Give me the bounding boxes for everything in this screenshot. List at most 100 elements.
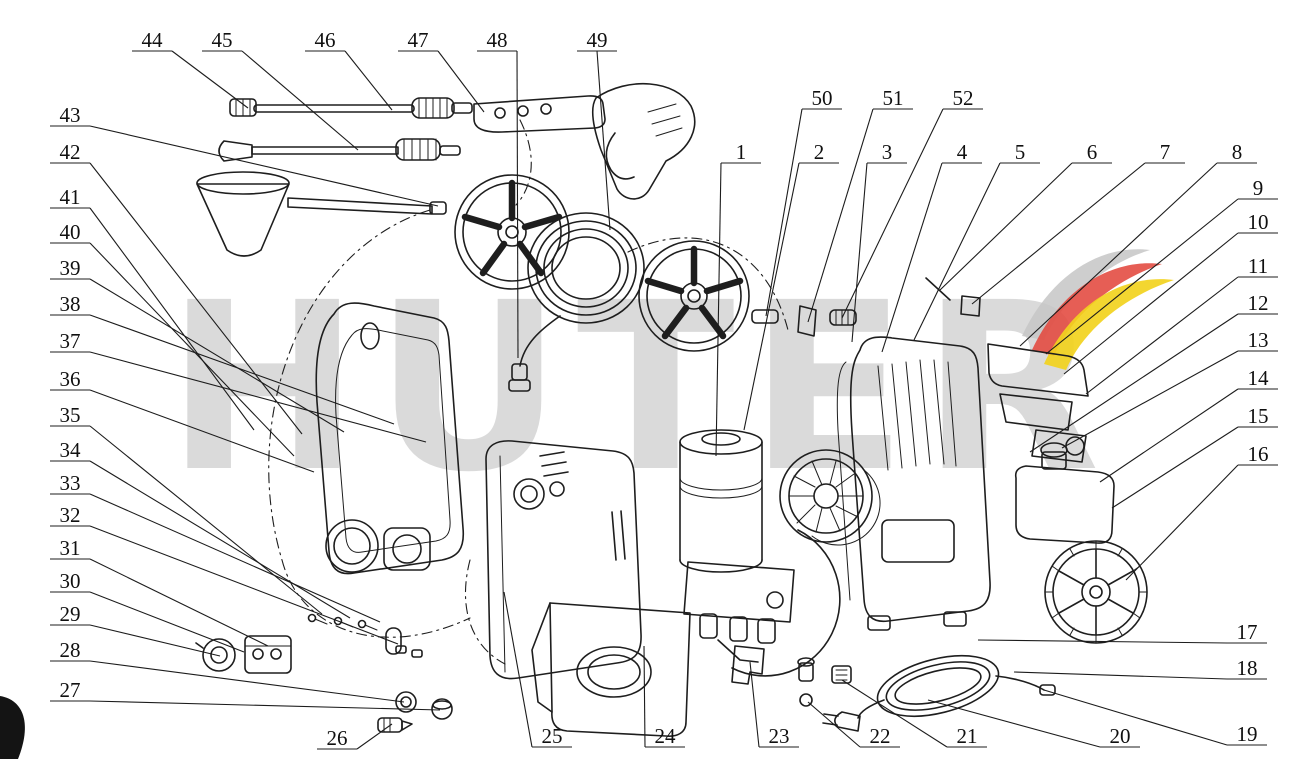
callout-21: 21 [841,679,987,748]
callout-leader-line [1045,198,1239,355]
callout-leader-line [89,125,439,207]
callout-leader-line [749,661,760,748]
callout-leader-line [89,162,303,435]
corner-object-drawing [0,696,25,759]
callout-leader-line [89,314,395,425]
callout-number: 8 [1232,140,1243,164]
callout-8: 8 [1019,140,1257,347]
callout-11: 11 [1085,254,1278,395]
callout-leader-line [939,162,1073,291]
callout-number: 26 [327,726,348,750]
callout-20: 20 [927,699,1140,748]
callout-number: 21 [957,724,978,748]
callout-leader-line [1013,671,1228,680]
callout-46: 46 [305,28,393,111]
callout-number: 38 [60,292,81,316]
callout-number: 44 [142,28,164,52]
callout-25: 25 [503,591,572,748]
callout-41: 41 [50,185,255,431]
callout-number: 4 [957,140,968,164]
callout-number: 9 [1253,176,1264,200]
watermark: HUTER [166,249,1174,523]
callout-6: 6 [939,140,1112,291]
callout-23: 23 [749,661,799,748]
callout-leader-line [1063,232,1239,375]
callout-17: 17 [977,620,1267,644]
callout-leader-line [89,660,405,703]
callout-leader-line [1061,350,1239,449]
handle-trim-drawing [987,343,1089,463]
callout-number: 5 [1015,140,1026,164]
fan-rotor-drawing [779,449,881,546]
callout-39: 39 [50,256,345,433]
pump-assembly-drawing [683,561,795,663]
callout-leader-line [89,242,295,457]
callout-number: 45 [212,28,233,52]
callout-leader-line [89,525,399,645]
callout-number: 10 [1248,210,1269,234]
callout-number: 7 [1160,140,1171,164]
lance-drawing [229,97,473,119]
callout-number: 28 [60,638,81,662]
spray-gun-drawing [473,82,696,200]
callout-leader-line [89,591,245,653]
callout-10: 10 [1063,210,1278,375]
callout-22: 22 [807,701,900,748]
callout-leader-line [971,162,1146,305]
callout-49: 49 [577,28,617,231]
callout-number: 18 [1237,656,1258,680]
callout-leader-line [89,351,427,443]
callout-leader-line [241,50,359,151]
callout-leader-line [1125,464,1239,581]
callout-leader-line [503,591,533,748]
assembly-boundary-dashes [268,119,789,665]
callout-52: 52 [841,86,983,319]
callout-number: 13 [1248,328,1269,352]
hose-coil-drawing [508,212,645,392]
watermark-text: HUTER [166,253,1114,523]
callout-leader-line [1085,276,1239,395]
callout-40: 40 [50,220,295,457]
callout-number: 12 [1248,291,1269,315]
callout-number: 22 [870,724,891,748]
callout-43: 43 [50,103,439,207]
callout-34: 34 [50,438,351,619]
callout-4: 4 [881,140,982,353]
callout-leader-line [89,624,221,657]
callout-37: 37 [50,329,427,443]
callout-number: 3 [882,140,893,164]
callout-leader-line [437,50,485,113]
callout-leader-line [89,460,351,619]
callout-5: 5 [913,140,1040,341]
callout-leader-line [765,108,803,317]
callout-number: 23 [769,724,790,748]
callout-leader-line [1019,162,1218,347]
callout-3: 3 [851,140,907,343]
callout-42: 42 [50,140,303,435]
callout-number: 6 [1087,140,1098,164]
motor-drawing [679,429,763,573]
pump-guard-drawing [731,529,841,677]
callout-leader-line [171,50,249,109]
rear-housing-panel-drawing [836,336,991,631]
callout-7: 7 [971,140,1185,305]
callout-29: 29 [50,602,221,657]
callout-30: 30 [50,569,245,653]
callout-number: 37 [60,329,81,353]
callout-28: 28 [50,638,405,703]
callout-24: 24 [643,645,685,748]
callout-16: 16 [1125,442,1278,581]
callout-leader-line [1043,689,1228,746]
callout-number: 33 [60,471,81,495]
callout-48: 48 [477,28,519,359]
hose-reel-side-b-drawing [638,240,750,352]
callout-leader-line [356,723,393,750]
callout-2: 2 [743,140,839,431]
small-fasteners-top-drawing [751,277,981,337]
callout-51: 51 [807,86,913,323]
callout-number: 11 [1248,254,1268,278]
callout-leader-line [977,639,1228,644]
callout-number: 39 [60,256,81,280]
